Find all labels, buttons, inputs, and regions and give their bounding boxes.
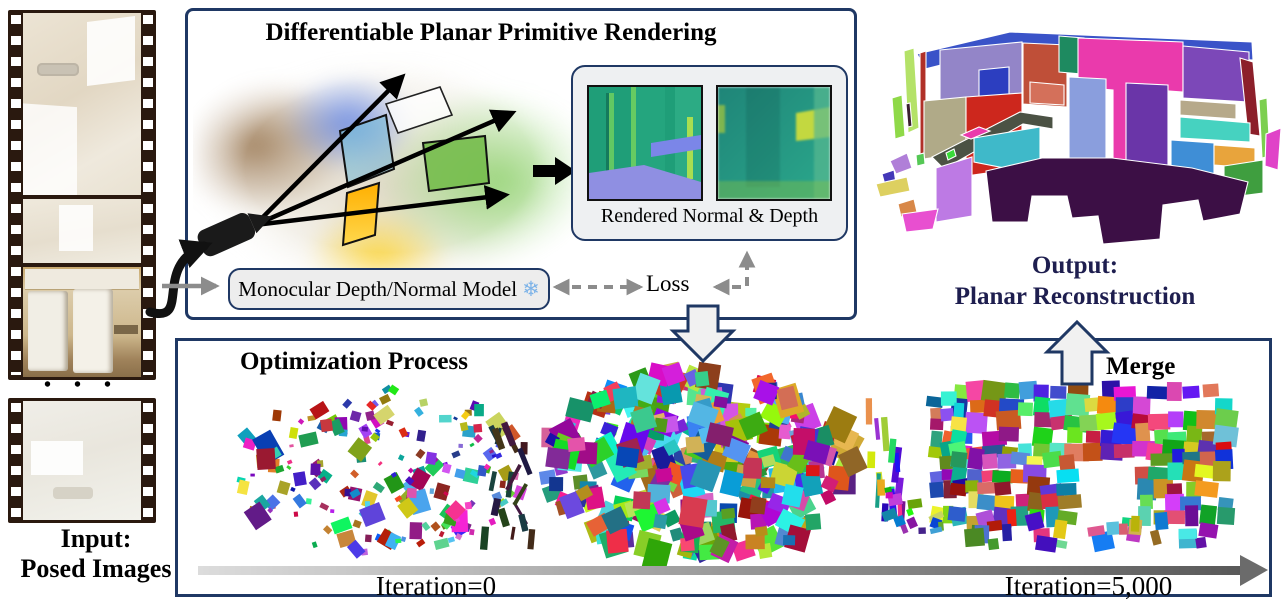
input-photo-frame — [23, 267, 141, 377]
merge-label: Merge — [1106, 353, 1176, 380]
camera-rays — [253, 73, 517, 228]
input-label: Input: Posed Images — [0, 524, 192, 584]
output-reconstruction — [875, 31, 1282, 245]
monocular-model-box: Monocular Depth/Normal Model ❄ — [228, 268, 550, 310]
camera-icon — [197, 213, 272, 257]
render-arrow-icon — [533, 157, 576, 185]
film-strip-bottom — [8, 398, 156, 523]
film-strip-top — [8, 10, 156, 380]
rendered-output-box: Rendered Normal & Depth — [571, 65, 848, 241]
optimization-title: Optimization Process — [240, 348, 468, 375]
loss-label: Loss — [646, 271, 690, 296]
input-label-line2: Posed Images — [20, 554, 172, 583]
plane-primitive-green — [421, 134, 491, 193]
output-label-line2: Planar Reconstruction — [954, 283, 1196, 310]
optimization-box: Optimization Process Merge Iteration=0 I… — [175, 338, 1272, 601]
rendering-pipeline-box: Differentiable Planar Primitive Renderin… — [185, 8, 857, 320]
snowflake-icon: ❄ — [522, 277, 540, 301]
rendered-caption: Rendered Normal & Depth — [600, 205, 819, 227]
film-sprocket-holes — [11, 403, 21, 518]
film-sprocket-holes — [143, 15, 153, 375]
rendered-normal-image — [587, 85, 703, 201]
film-sprocket-holes — [11, 15, 21, 375]
iteration-end-label: Iteration=5,000 — [1004, 571, 1173, 601]
input-label-line1: Input: — [60, 524, 132, 553]
ellipsis-dots: • • • — [43, 374, 120, 396]
input-photo-frame — [23, 13, 141, 195]
monocular-model-label: Monocular Depth/Normal Model — [238, 276, 518, 301]
pipeline-title: Differentiable Planar Primitive Renderin… — [265, 19, 717, 46]
primitive-scene — [197, 73, 576, 257]
optimization-stages — [236, 361, 1239, 573]
output-label: Output: Planar Reconstruction — [945, 250, 1205, 312]
rendered-depth-image — [716, 85, 832, 201]
film-sprocket-holes — [143, 403, 153, 518]
plane-primitive-white — [384, 86, 454, 134]
input-photo-frame — [23, 401, 141, 520]
iteration-start-label: Iteration=0 — [375, 571, 497, 601]
output-label-line1: Output: — [1031, 252, 1119, 279]
input-photo-frame — [23, 199, 141, 263]
